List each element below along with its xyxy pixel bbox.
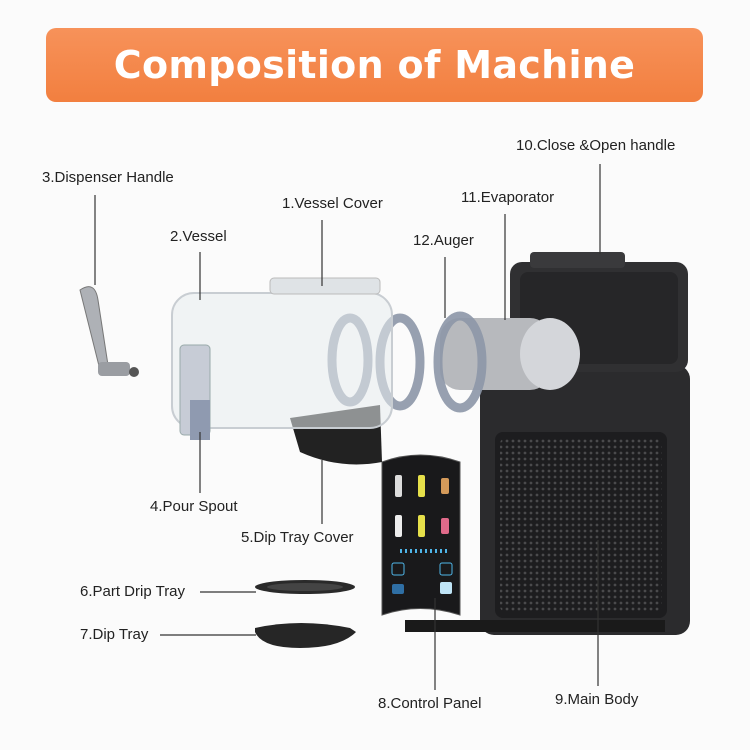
control-panel [381, 454, 461, 616]
vessel-cover [269, 277, 381, 295]
label-auger: 12.Auger [413, 232, 474, 249]
close-open-handle [530, 252, 625, 268]
evaporator [440, 318, 550, 390]
dip-tray [255, 623, 356, 648]
label-close-open-handle: 10.Close &Open handle [516, 137, 676, 154]
label-pour-spout: 4.Pour Spout [150, 498, 238, 515]
label-dip-tray: 7.Dip Tray [80, 626, 149, 643]
title-banner: Composition of Machine [46, 28, 703, 102]
leader-lines [94, 164, 601, 690]
label-vessel: 2.Vessel [170, 228, 227, 245]
label-part-drip-tray: 6.Part Drip Tray [80, 583, 186, 600]
vessel [171, 277, 393, 440]
label-dispenser-handle: 3.Dispenser Handle [42, 169, 174, 186]
label-control-panel: 8.Control Panel [378, 695, 482, 712]
label-dip-tray-cover: 5.Dip Tray Cover [241, 529, 354, 546]
title: Composition of Machine [113, 43, 636, 87]
label-vessel-cover: 1.Vessel Cover [282, 195, 383, 212]
label-evaporator: 11.Evaporator [461, 189, 555, 206]
dispenser-handle [79, 286, 139, 377]
label-main-body: 9.Main Body [555, 691, 639, 708]
